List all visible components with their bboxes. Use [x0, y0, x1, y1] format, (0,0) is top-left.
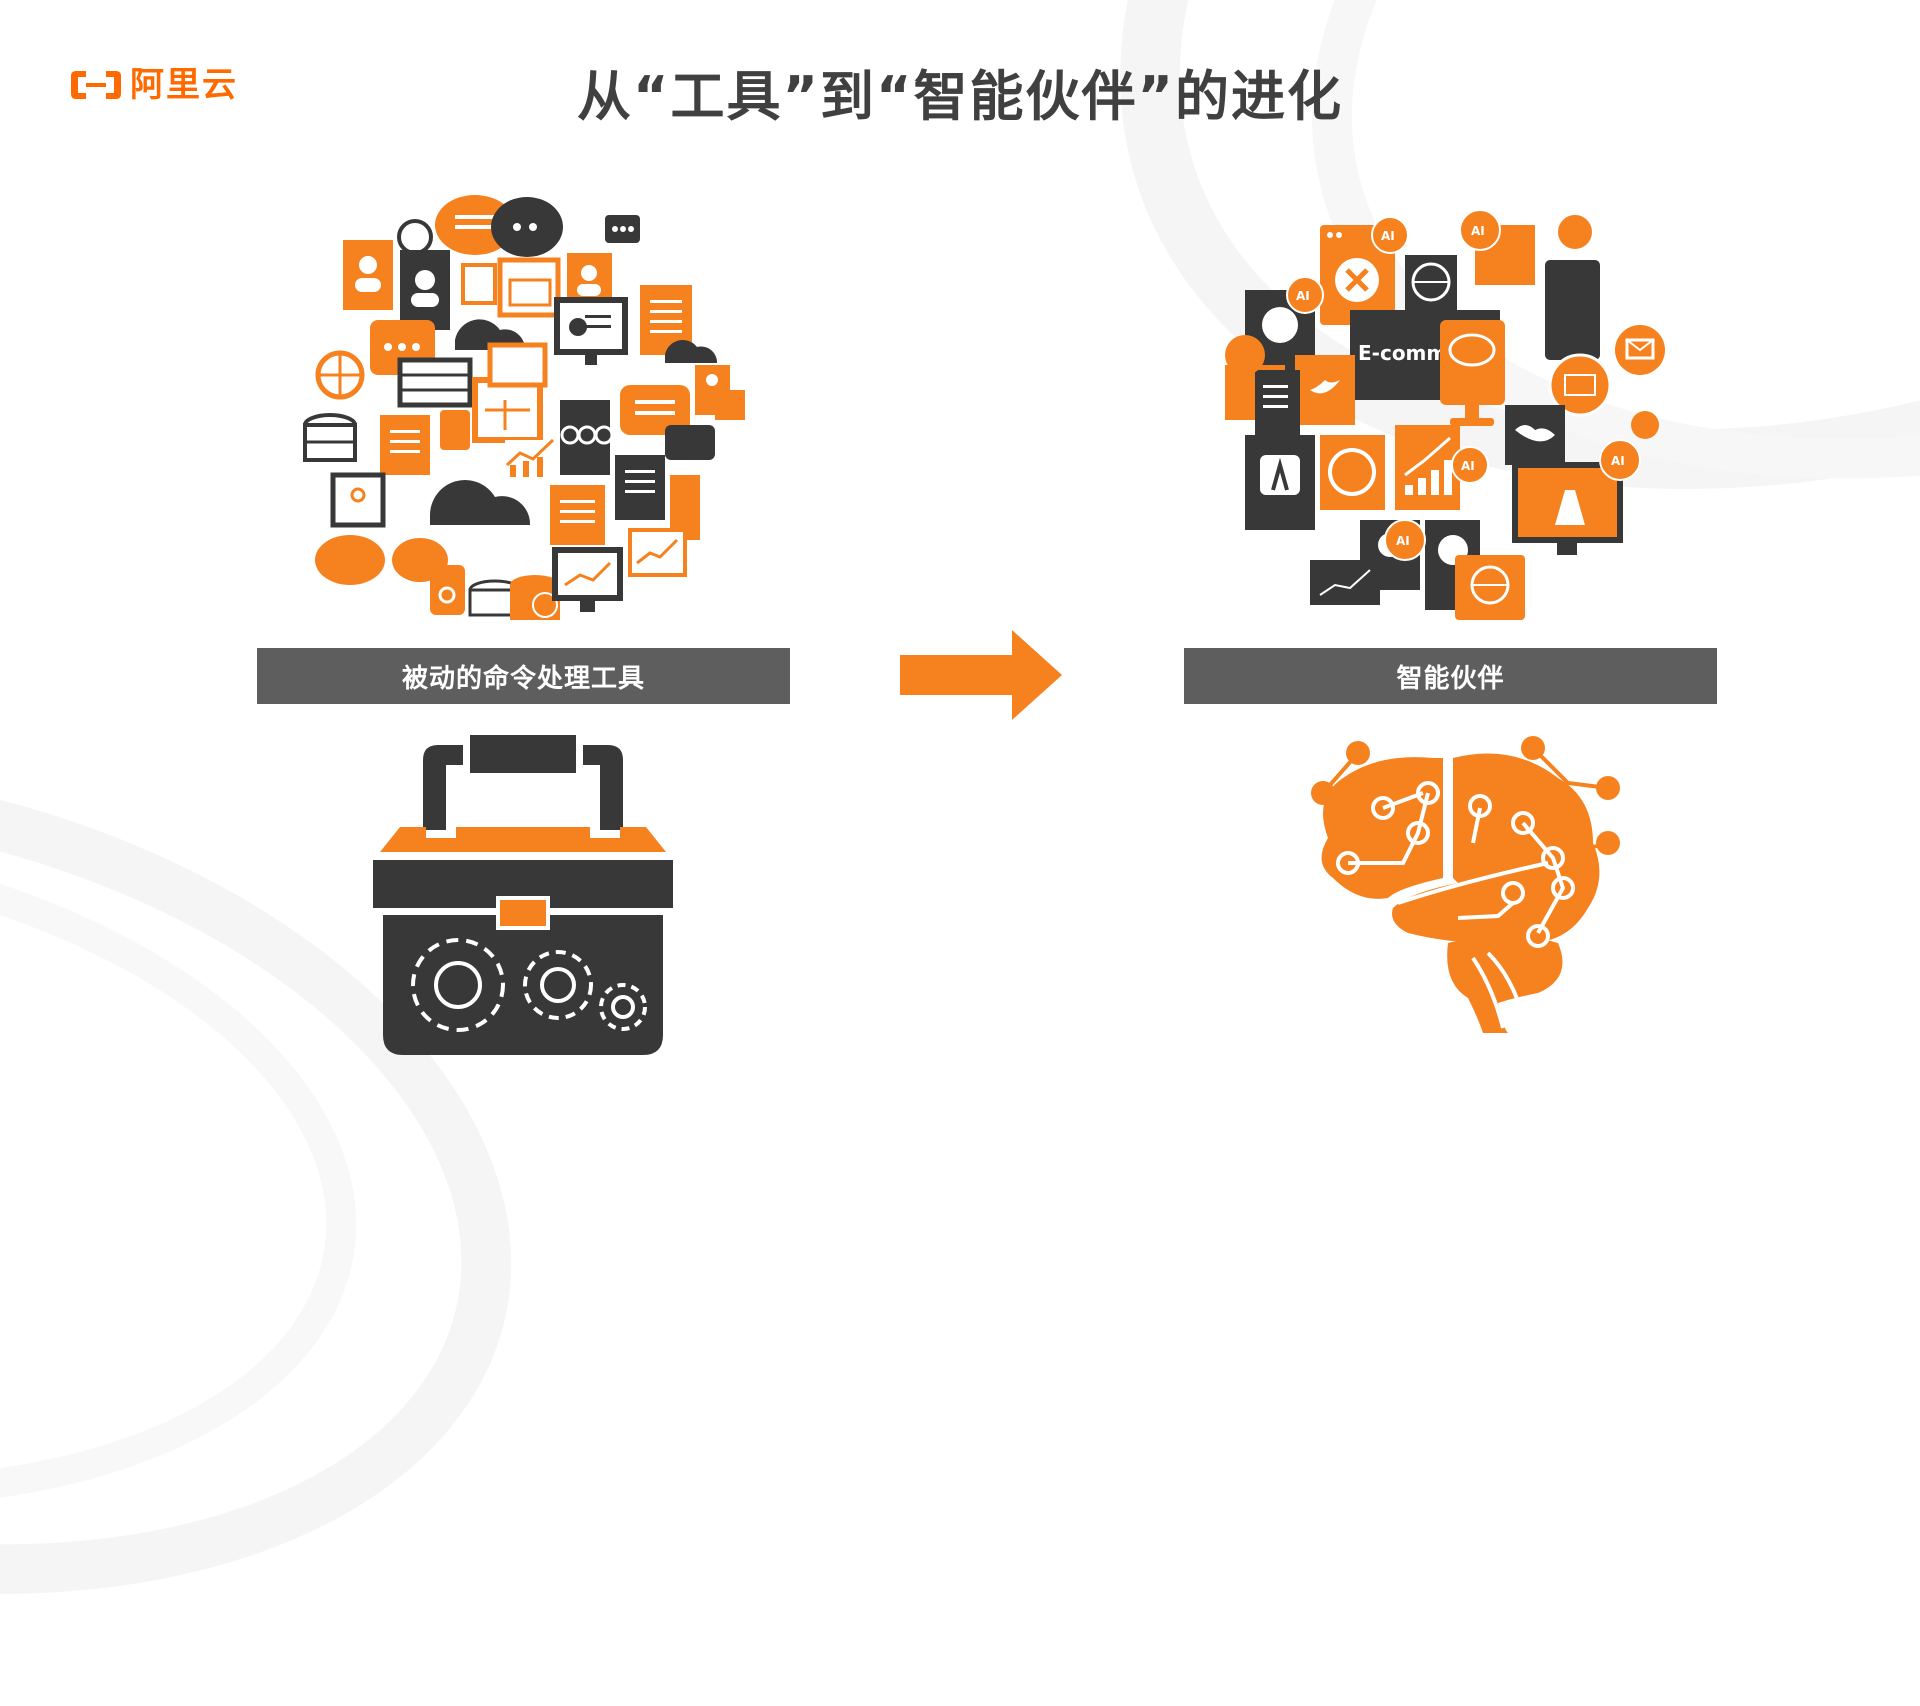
svg-text:AI: AI — [1611, 454, 1625, 468]
globe-tablet-icon — [1455, 555, 1525, 620]
growth-chart-tile-icon — [1395, 425, 1460, 510]
page-title: 从“工具”到“智能伙伴”的进化 — [577, 65, 1343, 128]
tablet-globe-icon — [1405, 255, 1457, 310]
brain-screen-icon — [1440, 320, 1505, 426]
chart-monitor-icon — [1310, 560, 1380, 605]
mail-circle-icon — [1615, 325, 1665, 375]
app-store-icon — [1245, 435, 1315, 530]
chip-circle-icon — [1548, 353, 1612, 417]
phone-icon — [430, 565, 465, 615]
toolbox-with-gears-icon — [368, 730, 678, 1064]
database-globe-icon — [468, 575, 560, 620]
orange-calendar-icon — [472, 342, 548, 443]
ecommerce-text: E-comm — [1358, 341, 1447, 365]
message-bubble-icon — [620, 385, 715, 460]
monitor-road-icon — [1512, 462, 1623, 555]
dark-devices-icon — [1225, 225, 1600, 420]
document-orange-icon — [380, 410, 470, 475]
contact-document-icon — [343, 219, 450, 330]
aliyun-logo: 阿里云 — [68, 68, 238, 102]
map-dark-icon — [1505, 405, 1565, 465]
partner-label-bar: 智能伙伴 — [1184, 648, 1717, 704]
monitor-chart-icon — [554, 297, 628, 365]
doc-list-icon — [1255, 370, 1300, 435]
ai-partner-icons-cluster: E-comm — [1225, 190, 1685, 620]
logo-text: 阿里云 — [130, 65, 238, 105]
svg-text:AI: AI — [1396, 534, 1410, 548]
tool-label-bar: 被动的命令处理工具 — [257, 648, 790, 704]
ai-badge-icon: AI AI AI AI AI AI — [1225, 209, 1659, 561]
background-swoosh — [0, 762, 401, 1578]
contact-card-icon — [695, 365, 745, 420]
monitor-growth-icon — [552, 528, 687, 612]
browser-window-icon — [1320, 225, 1395, 325]
aliyun-bracket-icon — [71, 71, 121, 99]
chat-cloud-icon — [315, 535, 448, 585]
chat-bubble-icon — [435, 195, 563, 257]
svg-text:AI: AI — [1296, 289, 1310, 303]
globe-icon — [315, 350, 365, 400]
calendar-icon — [461, 257, 561, 318]
document-icon — [567, 215, 692, 355]
cloud-upload-icon — [430, 480, 531, 525]
tool-icons-cluster — [295, 185, 755, 625]
chart-icon — [505, 438, 555, 477]
grid-calendar-icon — [397, 357, 473, 408]
svg-text:AI: AI — [1471, 224, 1485, 238]
link-chain-icon — [560, 400, 614, 475]
basketball-tile-icon — [1320, 435, 1385, 510]
svg-text:AI: AI — [1381, 229, 1395, 243]
circuit-brain-icon — [1298, 728, 1638, 1042]
twitter-tile-icon — [1295, 355, 1355, 425]
calendar-user-icon — [330, 472, 386, 528]
svg-text:AI: AI — [1461, 459, 1475, 473]
right-arrow-icon — [900, 630, 1065, 724]
database-icon — [303, 413, 357, 462]
cloud-icon — [455, 319, 718, 363]
